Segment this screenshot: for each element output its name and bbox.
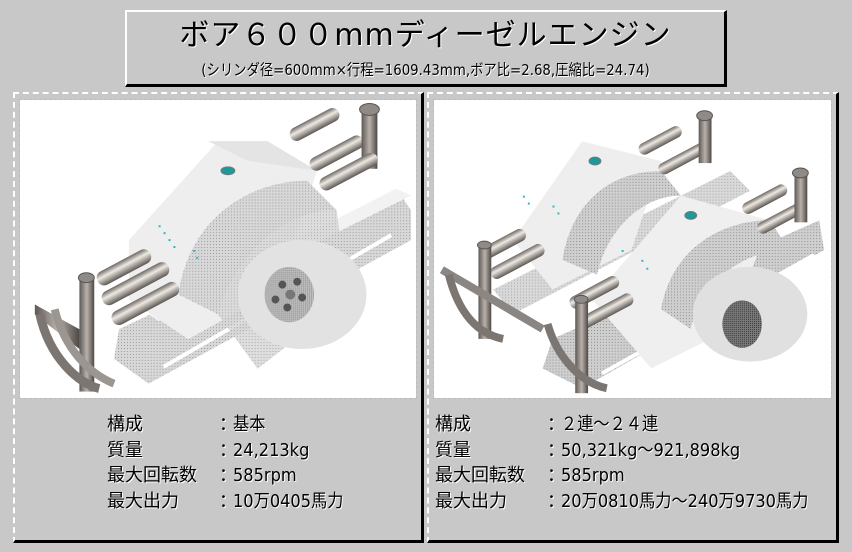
spec-row-max-output: 最大出力 ： 20万0810馬力～240万9730馬力: [435, 489, 836, 515]
panel-multi-engine: 構成 ： ２連～２４連 質量 ： 50,321kg～921,898kg 最大回転…: [427, 92, 839, 543]
spec-label: 質量: [107, 439, 143, 461]
page-subtitle: (シリンダ径=600mm×行程=1609.43mm,ボア比=2.68,圧縮比=2…: [201, 61, 650, 79]
spec-separator: ：: [219, 465, 237, 486]
page-title: ボア６００mmディーゼルエンジン: [179, 18, 672, 53]
spec-row-configuration: 構成 ： 基本: [107, 412, 356, 438]
spec-row-max-rpm: 最大回転数 ： 585rpm: [435, 463, 836, 489]
spec-separator: ：: [547, 414, 565, 435]
spec-separator: ：: [219, 439, 237, 461]
spec-value: 585rpm: [233, 465, 297, 486]
spec-row-max-rpm: 最大回転数 ： 585rpm: [107, 463, 356, 489]
spec-separator: ：: [219, 414, 237, 435]
spec-value: 10万0405馬力: [233, 490, 344, 512]
spec-value: 585rpm: [561, 465, 625, 486]
spec-row-mass: 質量 ： 24,213kg: [107, 438, 356, 464]
spec-separator: ：: [547, 465, 565, 486]
spec-separator: ：: [219, 490, 237, 512]
engine-render-icon: [439, 110, 825, 394]
spec-list: 構成 ： ２連～２４連 質量 ： 50,321kg～921,898kg 最大回転…: [435, 412, 836, 514]
spec-label: 最大出力: [107, 490, 179, 512]
panel-basic-engine: 構成 ： 基本 質量 ： 24,213kg 最大回転数 ： 585rpm 最大出…: [13, 92, 424, 543]
engine-image-single: [19, 99, 417, 399]
spec-label: 構成: [107, 414, 143, 435]
spec-value: 20万0810馬力～240万9730馬力: [561, 490, 809, 512]
spec-separator: ：: [547, 439, 565, 461]
spec-value: 24,213kg: [233, 439, 310, 461]
spec-value: 50,321kg～921,898kg: [561, 439, 741, 461]
spec-row-max-output: 最大出力 ： 10万0405馬力: [107, 489, 356, 515]
spec-value: 基本: [233, 414, 266, 435]
spec-separator: ：: [547, 490, 565, 512]
engine-image-twin: [433, 99, 832, 399]
spec-label: 最大出力: [435, 490, 507, 512]
spec-row-configuration: 構成 ： ２連～２４連: [435, 412, 836, 438]
engine-render-icon: [34, 102, 412, 393]
spec-label: 最大回転数: [107, 465, 197, 486]
spec-label: 最大回転数: [435, 465, 525, 486]
spec-label: 構成: [435, 414, 471, 435]
spec-value: ２連～２４連: [561, 414, 659, 435]
title-box: ボア６００mmディーゼルエンジン (シリンダ径=600mm×行程=1609.43…: [125, 10, 727, 87]
spec-label: 質量: [435, 439, 471, 461]
spec-list: 構成 ： 基本 質量 ： 24,213kg 最大回転数 ： 585rpm 最大出…: [107, 412, 356, 514]
spec-row-mass: 質量 ： 50,321kg～921,898kg: [435, 438, 836, 464]
